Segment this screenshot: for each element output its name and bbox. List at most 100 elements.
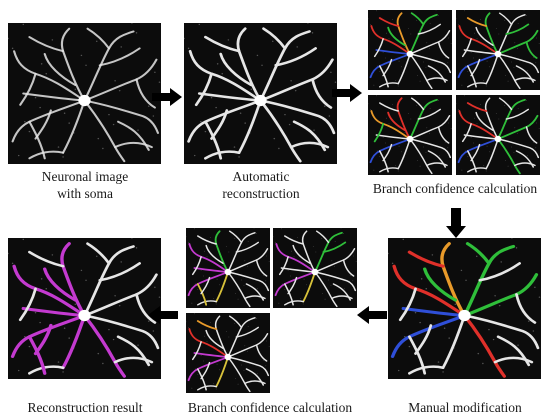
neurite-branch (423, 267, 458, 302)
speckle (219, 369, 221, 371)
speckle (532, 330, 535, 332)
speckle (237, 298, 239, 300)
speckle (408, 345, 411, 348)
speckle (234, 238, 236, 239)
panel-branch-conf-top-2 (456, 10, 540, 90)
speckle (370, 109, 371, 110)
speckle (204, 335, 205, 337)
neurite-branch (514, 162, 536, 167)
speckle (85, 64, 87, 67)
soma (494, 135, 502, 143)
arrow-right-1 (152, 88, 182, 106)
speckle (474, 32, 475, 34)
speckle (210, 97, 213, 99)
neurite-branch (390, 313, 467, 358)
speckle (423, 61, 424, 63)
speckle (489, 66, 491, 68)
panel-reconstruction-result (8, 238, 161, 379)
neurite-branch (437, 126, 450, 144)
soma (224, 268, 232, 276)
caption-neuronal-image-line2: with soma (57, 186, 113, 201)
neurite-branch (227, 271, 270, 292)
neurite-branch (515, 65, 535, 83)
speckle (328, 115, 331, 117)
speckle (417, 160, 418, 161)
speckle (419, 165, 421, 167)
speckle (216, 278, 218, 280)
speckle (463, 95, 465, 97)
neurite-branch (382, 58, 393, 77)
neurite-branch (398, 287, 417, 322)
speckle (419, 321, 421, 324)
speckle (526, 155, 528, 157)
neurite-branch (278, 256, 289, 276)
speckle (425, 152, 427, 153)
speckle (485, 85, 487, 87)
speckle (391, 104, 393, 105)
neurite-branch (244, 380, 266, 385)
speckle (241, 279, 242, 281)
neurite-branch (210, 109, 229, 140)
speckle (397, 85, 399, 87)
neurite-branch (461, 38, 472, 58)
neurite-branch (28, 150, 65, 160)
caption-neuronal-image: Neuronal image with soma (0, 168, 170, 202)
speckle (102, 147, 104, 150)
speckle (324, 298, 326, 300)
neurite-branch (427, 65, 447, 83)
neurite-branch (135, 293, 157, 324)
speckle (349, 274, 351, 276)
speckle (370, 24, 371, 25)
speckle (97, 137, 100, 140)
speckle (470, 137, 472, 138)
speckle (464, 150, 466, 152)
speckle (404, 335, 406, 338)
speckle (300, 298, 302, 299)
neurite-branch (496, 335, 531, 367)
speckle (495, 28, 497, 29)
speckle (511, 146, 512, 148)
speckle (114, 295, 116, 297)
speckle (526, 70, 528, 72)
neurite-branch (18, 287, 37, 322)
speckle (375, 10, 377, 12)
neurite-branch (204, 120, 223, 160)
speckle (507, 80, 509, 82)
neurite-branch (200, 361, 211, 380)
neurite-branch (373, 122, 385, 143)
speckle (158, 81, 161, 83)
speckle (429, 23, 431, 24)
soma (311, 268, 319, 276)
speckle (447, 147, 449, 149)
speckle (515, 247, 518, 249)
speckle (215, 388, 217, 390)
neurite-branch (236, 27, 262, 102)
speckle (426, 127, 428, 129)
speckle (373, 84, 375, 86)
neurite-branch (463, 314, 540, 350)
speckle (416, 105, 418, 106)
speckle (215, 106, 217, 109)
neurite-branch (525, 41, 538, 59)
speckle (498, 33, 500, 35)
speckle (425, 67, 427, 68)
speckle (237, 383, 239, 385)
neurite-branch (205, 244, 224, 264)
soma (406, 50, 414, 58)
soma (494, 50, 502, 58)
neurite-branch (86, 27, 111, 50)
speckle (193, 313, 195, 315)
speckle (447, 62, 449, 64)
speckle (442, 371, 444, 373)
neurite-branch (311, 78, 333, 109)
neurite-branch (475, 26, 494, 46)
speckle (40, 278, 43, 280)
speckle (438, 70, 440, 72)
speckle (287, 270, 289, 271)
neurite-branch (259, 99, 336, 135)
speckle (278, 302, 280, 304)
speckle (386, 32, 387, 34)
speckle (397, 369, 400, 372)
neurite-branch (505, 23, 530, 35)
speckle (265, 365, 267, 367)
